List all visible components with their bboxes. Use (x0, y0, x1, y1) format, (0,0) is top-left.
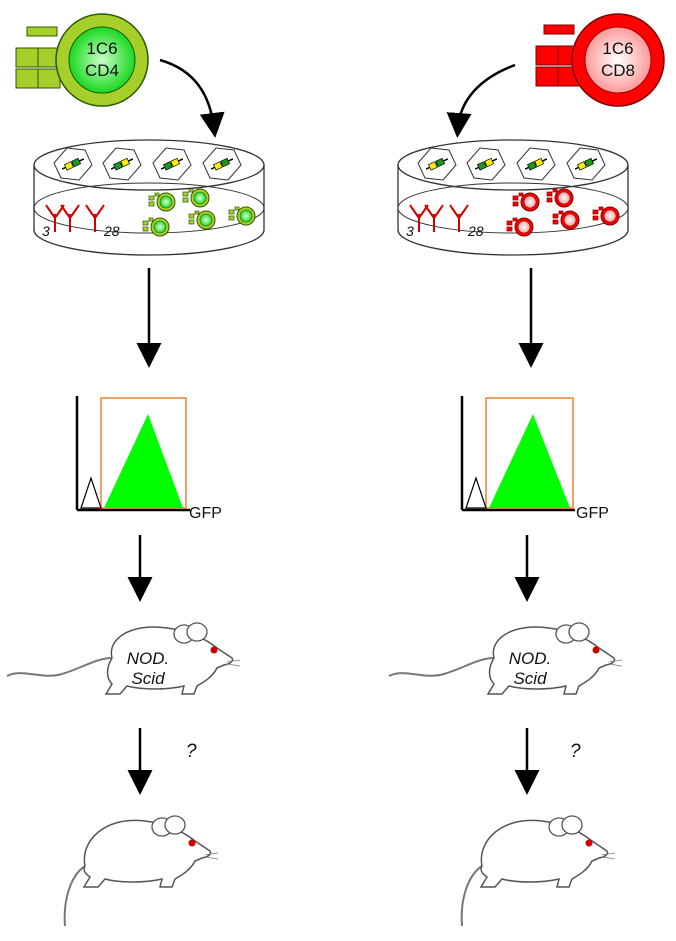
tcr-subunit (535, 66, 559, 87)
tcr-subunit (15, 68, 39, 89)
tcr-subunit (535, 45, 559, 66)
dish-wall (397, 165, 629, 256)
tcr-subunit (37, 68, 61, 89)
antibody-label-cd3: 3 (42, 223, 50, 239)
tcr-subunit (15, 47, 39, 68)
dish-wall (33, 165, 265, 256)
mouse-strain-line2: Scid (131, 669, 165, 688)
cd4-cell-line2: CD4 (85, 61, 119, 80)
cd8-cell-core (584, 26, 652, 94)
mouse-strain-line1: NOD. (127, 649, 170, 668)
dish-bottom (397, 182, 629, 234)
culture-dish-right: 3 28 (397, 139, 629, 256)
dish-bottom (33, 182, 265, 234)
curved-arrow (446, 63, 516, 138)
gfp-positive-peak (104, 414, 183, 508)
mouse-strain-line1: NOD. (509, 649, 552, 668)
gfp-histogram-right: GFP (460, 396, 609, 522)
cd4-cell-line1: 1C6 (86, 39, 117, 58)
nod-scid-mouse-icon (388, 622, 623, 695)
outcome-mouse-icon (460, 815, 616, 927)
cd8-cell-line1: 1C6 (602, 39, 633, 58)
tcr-subunit (26, 26, 58, 37)
curved-arrow (159, 58, 225, 138)
antibody-label-cd3: 3 (406, 223, 414, 239)
culture-dish-left: 3 28 (33, 139, 265, 256)
cd8-t-cell: 1C6 CD8 (535, 13, 665, 107)
outcome-question-mark: ? (186, 741, 197, 762)
cd4-t-cell: 1C6 CD4 (15, 13, 149, 107)
left-column-cd4: 1C6 CD4 3 28 (6, 13, 265, 927)
histogram-axis-label: GFP (576, 505, 609, 522)
histogram-axis-label: GFP (189, 505, 222, 522)
right-column-cd8: 1C6 CD8 3 28 (388, 13, 665, 927)
cd8-cell-line2: CD8 (601, 61, 635, 80)
antibody-label-cd28: 28 (103, 223, 120, 239)
tcr-subunit (543, 24, 575, 35)
mouse-strain-line2: Scid (513, 669, 547, 688)
dish-rim (33, 139, 265, 191)
negative-peak (80, 476, 102, 509)
cd4-cell-core (68, 26, 136, 94)
gfp-positive-peak (489, 414, 570, 508)
negative-peak (465, 476, 487, 509)
outcome-question-mark: ? (570, 741, 581, 762)
nod-scid-mouse-icon (6, 622, 241, 695)
dish-rim (397, 139, 629, 191)
outcome-mouse-icon (63, 815, 219, 927)
antibody-label-cd28: 28 (467, 223, 484, 239)
gfp-histogram-left: GFP (75, 396, 222, 522)
